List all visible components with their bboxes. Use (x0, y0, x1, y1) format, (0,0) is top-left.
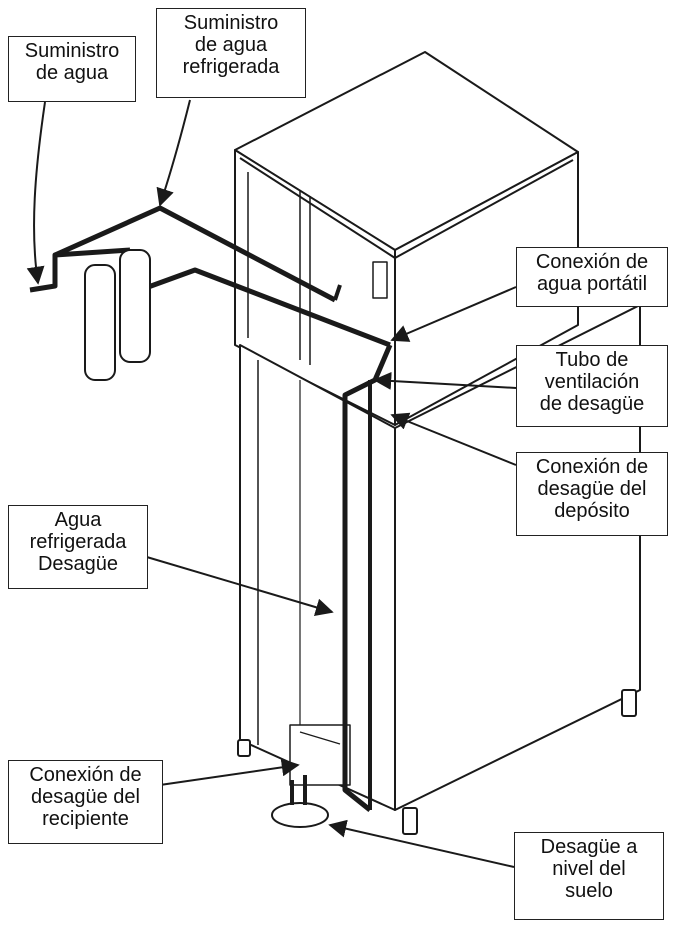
label-agua-refrigerada-desague: Agua refrigerada Desagüe (8, 505, 148, 589)
label-desague-nivel-suelo: Desagüe a nivel del suelo (514, 832, 664, 920)
arrow-conexion-deposito (390, 412, 517, 466)
label-conexion-agua-portatil: Conexión de agua portátil (516, 247, 668, 307)
arrow-desague-suelo (328, 819, 515, 868)
arrow-suministro-agua (26, 101, 46, 285)
label-suministro-agua-refrigerada: Suministro de agua refrigerada (156, 8, 306, 98)
arrow-conexion-recipiente (159, 758, 300, 786)
arrow-agua-refrigerada-desague (139, 554, 334, 617)
leader-arrows (26, 99, 517, 868)
label-conexion-desague-recipiente: Conexión de desagüe del recipiente (8, 760, 163, 844)
ice-machine-cabinet (29, 51, 641, 835)
arrow-tubo-ventilacion (373, 371, 517, 390)
arrow-conexion-portatil (390, 286, 517, 342)
arrow-suministro-refrigerada (156, 99, 191, 207)
label-suministro-agua: Suministro de agua (8, 36, 136, 102)
label-conexion-desague-deposito: Conexión de desagüe del depósito (516, 452, 668, 536)
label-tubo-ventilacion-desague: Tubo de ventilación de desagüe (516, 345, 668, 427)
